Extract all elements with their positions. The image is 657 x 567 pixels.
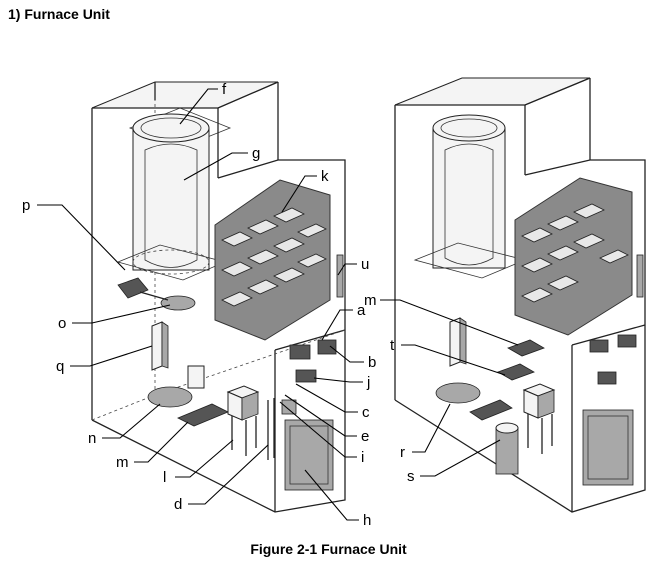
label-k: k [321, 168, 329, 185]
label-s: s [407, 468, 415, 485]
right-canister-s [495, 427, 519, 475]
left-panel-b [317, 339, 337, 355]
leader-lines [37, 88, 519, 521]
left-side-fitting [336, 254, 344, 298]
label-m: m [116, 454, 129, 471]
label-t: t [390, 337, 395, 354]
left-panel-a [289, 344, 311, 360]
left-furnace-unit [91, 81, 346, 513]
right-furnace-unit [394, 77, 646, 513]
label-q: q [56, 358, 64, 375]
right-part-t [497, 363, 535, 381]
label-g: g [252, 145, 260, 162]
label-o: o [58, 315, 66, 332]
left-mechanism-j [295, 369, 317, 383]
label-n: n [88, 430, 96, 447]
left-post-n [187, 365, 205, 389]
label-u: u [361, 256, 369, 273]
left-tube-body [132, 127, 210, 271]
label-i: i [361, 449, 364, 466]
right-door [582, 409, 634, 486]
right-part-m [507, 339, 545, 357]
label-a: a [357, 302, 366, 319]
label-l: l [163, 469, 166, 486]
label-m-right: m [364, 292, 377, 309]
left-turntable-n [147, 386, 193, 408]
label-h: h [363, 512, 371, 529]
section-heading: 1) Furnace Unit [8, 6, 110, 22]
figure-caption: Figure 2-1 Furnace Unit [250, 541, 407, 557]
left-tube-top [132, 113, 210, 143]
left-block-q [151, 321, 163, 371]
label-b: b [368, 354, 376, 371]
right-turntable-r [435, 382, 481, 404]
left-part-c [281, 399, 297, 415]
label-p: p [22, 197, 30, 214]
right-upper-housing-top [394, 77, 591, 106]
left-rail-m [177, 403, 229, 427]
label-f: f [222, 81, 227, 98]
right-tube-body [432, 127, 506, 269]
label-c: c [362, 404, 370, 421]
left-upper-housing-top [91, 81, 279, 109]
left-arm-p [117, 277, 149, 299]
left-door-h [284, 419, 334, 491]
label-e: e [361, 428, 369, 445]
part-labels: f g k p u o a q b j c e n m i l d h m t … [22, 81, 415, 529]
label-j: j [366, 374, 370, 391]
label-r: r [400, 444, 405, 461]
left-disk-o [160, 295, 196, 311]
label-d: d [174, 496, 182, 513]
